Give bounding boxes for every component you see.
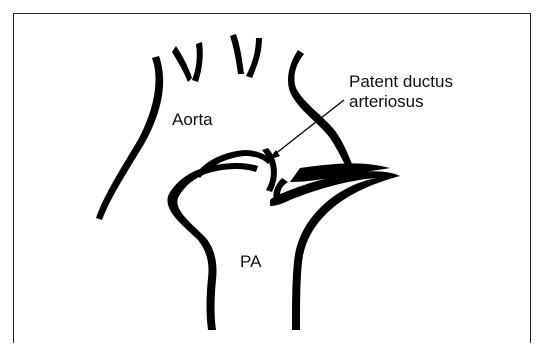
pa-right-wall <box>270 171 400 330</box>
branch-vessel-mid-left <box>230 34 244 74</box>
label-pda-line2: arteriosus <box>349 92 453 112</box>
label-pda-line1: Patent ductus <box>349 72 453 92</box>
branch-vessel-mid-right <box>246 38 262 78</box>
label-pa: PA <box>240 252 261 272</box>
label-patent-ductus-arteriosus: Patent ductus arteriosus <box>349 72 453 112</box>
pa-left-wall <box>167 163 258 330</box>
branch-vessel-left-inner <box>192 42 203 82</box>
aorta-right-wall <box>288 50 352 166</box>
aorta-left-wall <box>96 56 163 220</box>
branch-vessel-left <box>172 46 192 82</box>
label-aorta: Aorta <box>172 110 213 130</box>
